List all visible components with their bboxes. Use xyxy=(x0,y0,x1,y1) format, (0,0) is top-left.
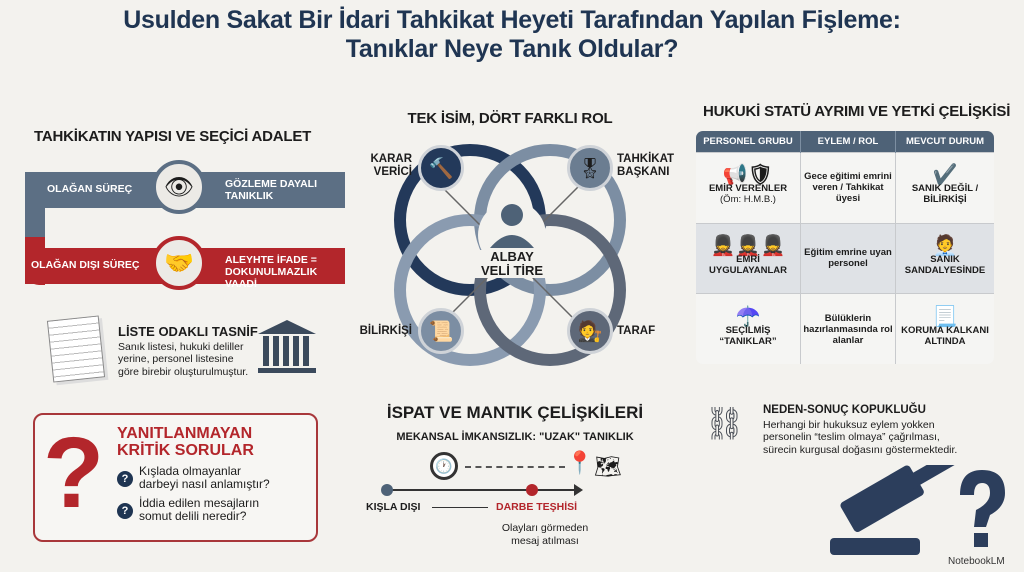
roles-heading: TEK İSİM, DÖRT FARKLI ROL xyxy=(407,110,613,127)
timeline-axis xyxy=(386,489,576,491)
abnormal-process-label: OLAĞAN DIŞI SÜREÇ xyxy=(31,259,140,271)
podium-icon: 🧑‍⚖️ xyxy=(567,308,613,354)
role-expert: BİLİRKİŞİ xyxy=(359,325,412,337)
status-cell: 🧑‍💼SANIK SANDALYESİNDE xyxy=(895,222,994,295)
group-cell: 📢🛡EMİR VERENLER(Öm: H.M.B.) xyxy=(696,152,801,224)
eye-icon: 👁 xyxy=(152,160,206,214)
group-cell: ☂️SEÇİLMİŞ “TANIKLAR” xyxy=(696,293,801,364)
gavel-icon: 🔨 xyxy=(418,145,464,191)
status-table: PERSONEL GRUBU EYLEM / ROL MEVCUT DURUM … xyxy=(695,130,995,365)
table-header-row: PERSONEL GRUBU EYLEM / ROL MEVCUT DURUM xyxy=(696,131,994,153)
table-heading: HUKUKİ STATÜ AYRIMI VE YETKİ ÇELİŞKİSİ xyxy=(703,103,1011,120)
causality-heading: NEDEN-SONUÇ KOPUKLUĞU xyxy=(763,404,926,416)
structure-heading: TAHKİKATIN YAPISI VE SEÇİCİ ADALET xyxy=(34,128,312,145)
list-text: yerine, personel listesine xyxy=(118,353,234,365)
dashed-arrow xyxy=(465,466,565,468)
column-header: PERSONEL GRUBU xyxy=(696,131,801,153)
status-cell: 📃KORUMA KALKANI ALTINDA xyxy=(895,293,994,364)
proof-subheading: MEKANSAL İMKANSIZLIK: "UZAK" TANIKLIK xyxy=(396,431,634,443)
timeline-end-label: DARBE TEŞHİSİ xyxy=(496,501,578,513)
person-icon xyxy=(501,204,523,226)
map-icon: 🗺 xyxy=(594,454,622,479)
title-line-1: Usulden Sakat Bir İdari Tahkikat Heyeti … xyxy=(123,6,901,34)
role-cell: Eğitim emrine uyan personel xyxy=(800,222,896,295)
group-cell: 💂💂💂EMRİ UYGULAYANLAR xyxy=(696,222,801,295)
gavel-question-illustration xyxy=(830,465,1005,555)
timeline-start-label: KIŞLA DIŞI xyxy=(366,501,421,513)
broken-chain-icon: ⛓ xyxy=(704,405,745,441)
list-heading: LİSTE ODAKLI TASNİF xyxy=(118,324,258,339)
abnormal-process-result: ALEYHTE İFADE =DOKUNULMAZLIK VAADİ xyxy=(225,254,318,290)
question-mark-icon: ? xyxy=(43,417,105,529)
certificate-icon: 📃 xyxy=(932,305,958,328)
role-party: TARAF xyxy=(617,325,656,337)
list-block: LİSTE ODAKLI TASNİF Sanık listesi, hukuk… xyxy=(118,324,258,378)
table-row: ☂️SEÇİLMİŞ “TANIKLAR” Bülüklerin hazırla… xyxy=(696,293,994,364)
help-icon: ? xyxy=(117,503,133,519)
table-row: 💂💂💂EMRİ UYGULAYANLAR Eğitim emrine uyan … xyxy=(696,222,994,295)
defendant-icon: 🧑‍💼 xyxy=(932,234,958,257)
column-header: MEVCUT DURUM xyxy=(895,131,994,153)
saluting-soldiers-icon: 💂💂💂 xyxy=(710,234,786,257)
timeline-label-arrow xyxy=(432,507,488,508)
location-pin-icon: 📍 xyxy=(566,450,594,475)
timeline-arrowhead xyxy=(574,484,583,496)
status-cell: ✔️SANIK DEĞİL / BİLİRKİŞİ xyxy=(895,152,994,224)
normal-process-label: OLAĞAN SÜREÇ xyxy=(47,183,133,195)
proof-heading: İSPAT VE MANTIK ÇELİŞKİLERİ xyxy=(386,403,644,422)
causality-block: NEDEN-SONUÇ KOPUKLUĞU Herhangi bir hukuk… xyxy=(763,404,957,456)
question-mark-shape xyxy=(960,470,1005,547)
officer-cap-icon: 🎖 xyxy=(567,145,613,191)
timeline-start-dot xyxy=(381,484,393,496)
list-text: göre birebir oluşturulmuştur. xyxy=(118,365,249,378)
clock-icon: 🕐 xyxy=(430,452,458,480)
role-cell: Gece eğitimi emrini veren / Tahkikat üye… xyxy=(800,152,896,224)
causality-text: Herhangi bir hukuksuz eylem yokken xyxy=(763,418,935,431)
document-list-icon xyxy=(46,315,106,383)
handshake-icon: 🤝 xyxy=(152,236,206,290)
cycle-arc xyxy=(394,214,546,366)
table-row: 📢🛡EMİR VERENLER(Öm: H.M.B.) Gece eğitimi… xyxy=(696,152,994,224)
notebooklm-watermark: NotebookLM xyxy=(945,556,1008,567)
umbrella-person-icon: ☂️ xyxy=(735,305,761,328)
causality-text: personelin “teslim olmaya” çağrılması, xyxy=(763,431,940,443)
causality-text: sürecin kurgusal doğasını göstermektedir… xyxy=(763,443,958,456)
timeline-end-dot xyxy=(526,484,538,496)
cycle-arc xyxy=(474,214,626,366)
role-cell: Bülüklerin hazırlanmasında rol alanlar xyxy=(800,293,896,364)
megaphone-shield-icon: 📢🛡 xyxy=(722,164,774,187)
help-icon: ? xyxy=(117,471,133,487)
check-circle-icon: ✔️ xyxy=(932,164,958,187)
page-title: Usulden Sakat Bir İdari Tahkikat Heyeti … xyxy=(0,6,1024,64)
column-header: EYLEM / ROL xyxy=(800,131,896,153)
title-line-2: Tanıklar Neye Tanık Oldular? xyxy=(345,35,679,63)
scroll-icon: 📜 xyxy=(418,308,464,354)
list-text: Sanık listesi, hukuki deliller xyxy=(118,340,244,353)
courthouse-icon xyxy=(258,320,316,373)
